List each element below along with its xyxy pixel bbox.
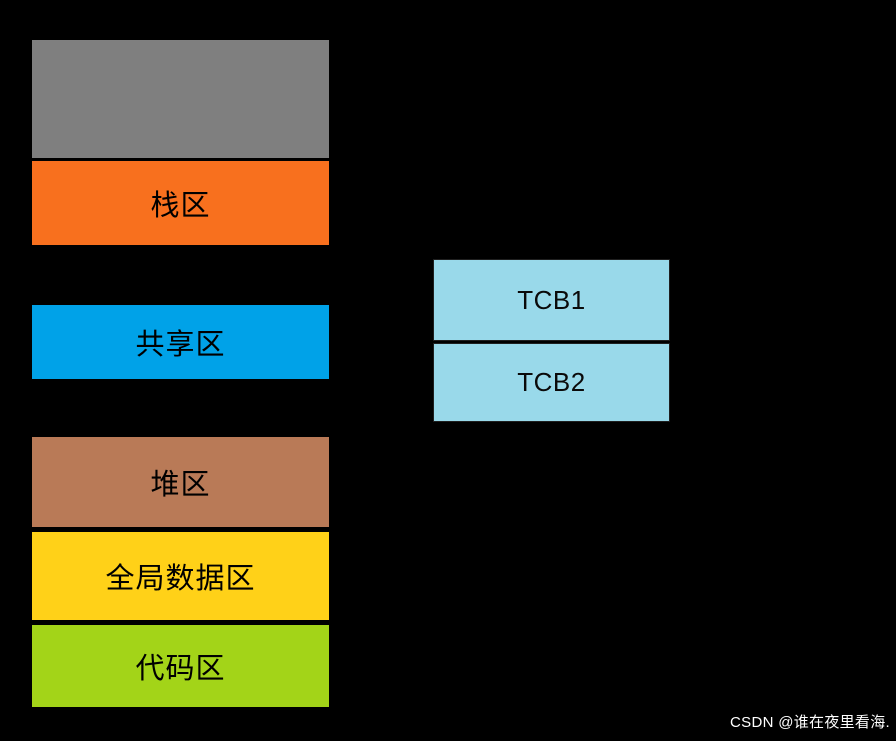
memory-block-stack: 栈区 [32,161,329,245]
memory-block-stack-label: 栈区 [150,190,211,222]
tcb1-block: TCB1 [433,259,670,341]
memory-block-heap-label: 堆区 [150,469,211,501]
memory-block-global-data-label: 全局数据区 [105,563,256,595]
memory-block-global-data: 全局数据区 [32,532,329,620]
memory-block-code-label: 代码区 [135,653,226,685]
memory-block-reserved [32,40,329,158]
memory-block-shared-label: 共享区 [135,329,226,361]
tcb2-block: TCB2 [433,343,670,422]
tcb2-label: TCB2 [517,367,586,397]
memory-block-code: 代码区 [32,625,329,707]
memory-block-heap: 堆区 [32,437,329,527]
watermark: CSDN @谁在夜里看海. [730,714,890,731]
tcb1-label: TCB1 [517,284,586,315]
memory-block-shared: 共享区 [32,305,329,379]
